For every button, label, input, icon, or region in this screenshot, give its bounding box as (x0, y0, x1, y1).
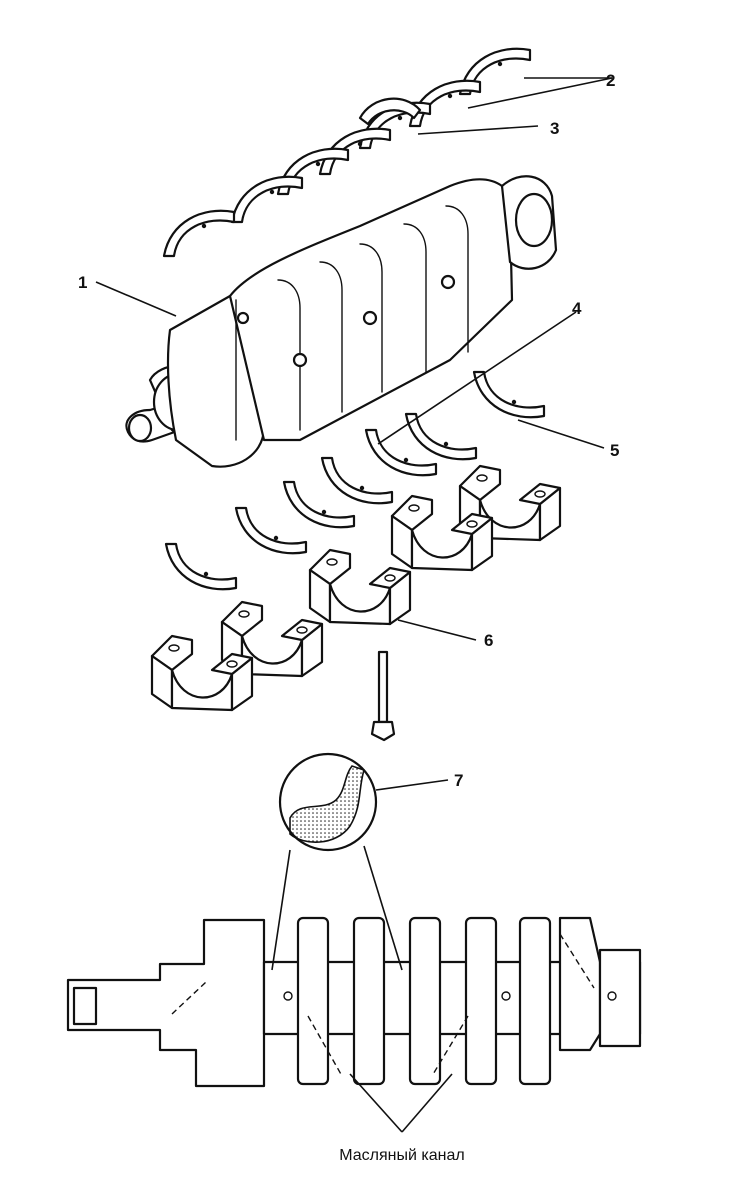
thrust-bearing-half (358, 97, 422, 126)
crankshaft (125, 175, 558, 468)
callout-2: 2 (606, 71, 615, 90)
crankshaft-side-view (66, 916, 642, 1088)
callout-7: 7 (454, 771, 463, 790)
callout-6: 6 (484, 631, 493, 650)
callout-5: 5 (610, 441, 619, 460)
cap-bolt (370, 650, 396, 742)
callout-1: 1 (78, 273, 87, 292)
callout-3: 3 (550, 119, 559, 138)
oil-channel-caption: Масляный канал (339, 1147, 464, 1164)
leader-lines (95, 77, 613, 1133)
fillet-detail-circle (278, 752, 378, 852)
callout-4: 4 (572, 299, 582, 318)
